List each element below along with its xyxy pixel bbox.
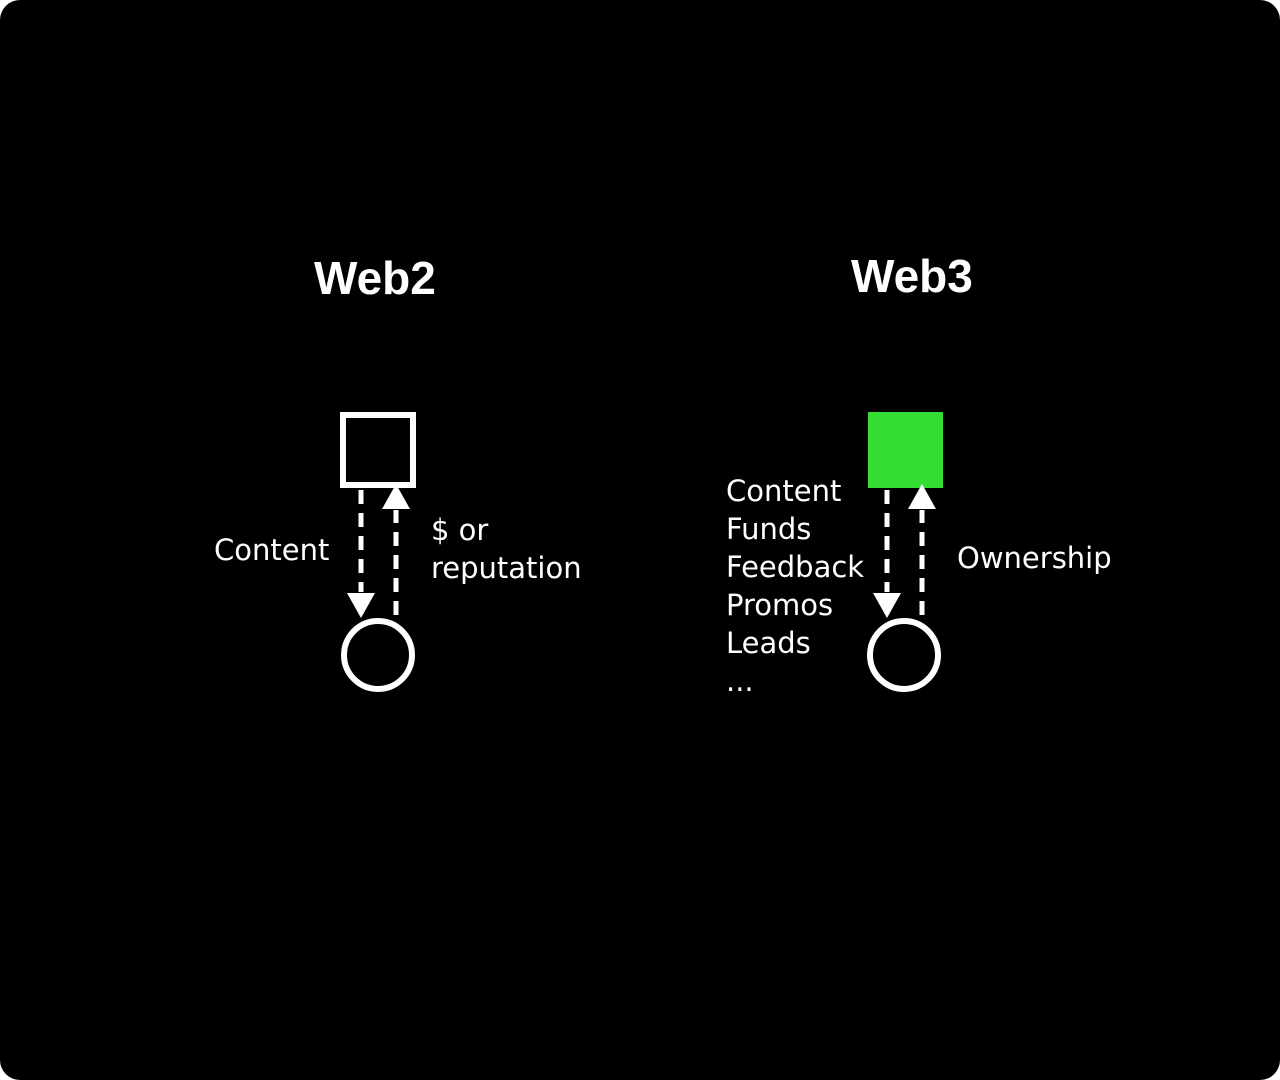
web2-top-square xyxy=(340,412,416,488)
web3-down-arrowhead xyxy=(873,593,901,618)
web3-up-arrowhead xyxy=(908,484,936,509)
web3-flow-item: Content xyxy=(726,474,842,508)
web3-flows-list: Content Funds Feedback Promos Leads ... xyxy=(726,472,864,700)
web2-payment-label: $ or reputation xyxy=(431,511,582,587)
web2-payment-line: $ or xyxy=(431,513,489,547)
web2-title: Web2 xyxy=(314,252,436,304)
web3-flow-item: Feedback xyxy=(726,550,865,584)
web3-flow-item: Promos xyxy=(726,588,834,622)
web3-ownership-label: Ownership xyxy=(957,541,1112,575)
web3-bottom-circle xyxy=(867,618,941,692)
web2-bottom-circle xyxy=(341,618,415,692)
web3-top-square xyxy=(868,412,943,488)
web2-down-arrowhead xyxy=(347,593,375,618)
web2-content-label: Content xyxy=(214,533,330,567)
web3-title: Web3 xyxy=(851,250,973,302)
web2-payment-line: reputation xyxy=(431,551,582,585)
web2-up-arrowhead xyxy=(382,484,410,509)
web3-flow-item: Funds xyxy=(726,512,812,546)
web3-flow-item: ... xyxy=(726,664,754,698)
web3-flow-item: Leads xyxy=(726,626,811,660)
